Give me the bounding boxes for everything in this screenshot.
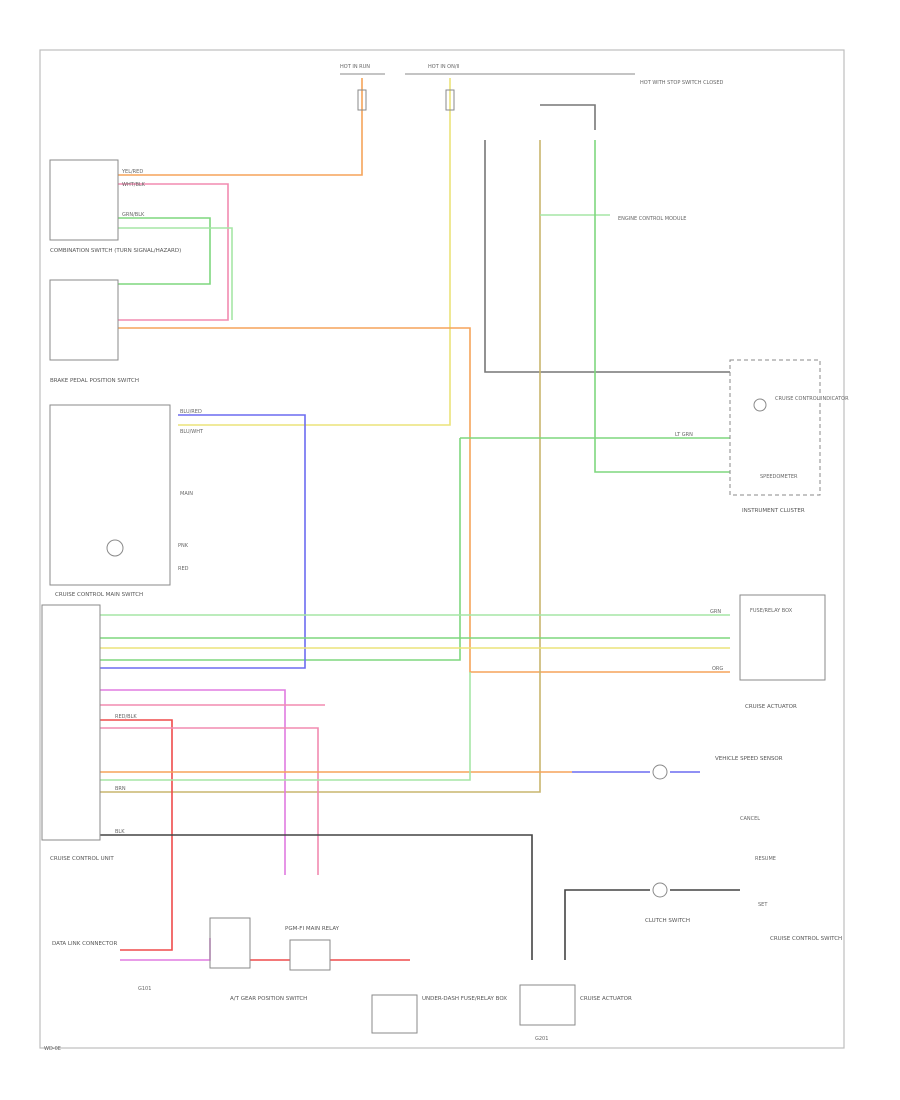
cruise-main-switch-box [49, 404, 171, 586]
wire-mag-low [120, 938, 211, 961]
speedometer-label: SPEEDOMETER [760, 474, 798, 480]
ats-unit-box [209, 917, 251, 969]
wire-grn-1 [118, 217, 211, 285]
wire-label: RED/BLK [115, 714, 137, 720]
brake-switch-label: BRAKE PEDAL POSITION SWITCH [50, 378, 139, 384]
cruise-indicator-icon [753, 398, 767, 412]
ecm-label: ENGINE CONTROL MODULE [618, 216, 686, 222]
fuse-hot-start: HOT IN ON/II [405, 64, 635, 111]
instrument-cluster-label: INSTRUMENT CLUSTER [742, 508, 805, 514]
fuse-hot-run-label: HOT IN RUN [340, 64, 370, 70]
wire-label: PNK [178, 543, 189, 549]
wires [100, 78, 740, 961]
wire-tan-vertical [100, 140, 541, 793]
wire-label: BLU/WHT [180, 429, 204, 435]
wire-hot-run [118, 78, 363, 176]
wire-label: GRN [710, 609, 721, 615]
instrument-cluster-box [729, 359, 821, 496]
ecm-ref: ENGINE CONTROL MODULE [618, 216, 686, 222]
data-link-label: DATA LINK CONNECTOR [52, 941, 117, 947]
pgm-fi-box [289, 939, 331, 971]
wire-label: BLK [115, 829, 125, 835]
fuse-symbol [445, 89, 455, 111]
wire-clutch-dark [564, 889, 650, 960]
vss-label: VEHICLE SPEED SENSOR [715, 756, 783, 762]
switch-resume-label: RESUME [755, 856, 776, 862]
wire-label: BRN [115, 786, 126, 792]
diagram-frame [39, 49, 845, 1049]
fuse-symbol [357, 89, 367, 111]
wire-grn-2 [118, 227, 233, 320]
ats-unit: A/T GEAR POSITION SWITCH [209, 917, 307, 1002]
hazard-switch: COMBINATION SWITCH (TURN SIGNAL/HAZARD) [49, 159, 181, 254]
indicator-lamp-icon [106, 539, 124, 557]
fuse-hot-start-label: HOT IN ON/II [428, 64, 459, 70]
wire-org-long [118, 327, 730, 673]
cruise-switch-label: CRUISE CONTROL SWITCH [770, 936, 842, 942]
vss-icon [652, 764, 668, 780]
underhood-label: UNDER-DASH FUSE/RELAY BOX [422, 996, 507, 1002]
brake-switch: BRAKE PEDAL POSITION SWITCH [49, 279, 139, 384]
wire-hot-start [178, 78, 451, 426]
reverse-fuse-box [739, 594, 826, 681]
data-link: DATA LINK CONNECTOR [52, 941, 117, 947]
vss: VEHICLE SPEED SENSOR [652, 756, 783, 780]
footer-code: WD-0E [44, 1046, 61, 1052]
cruise-unit: CRUISE CONTROL UNIT [41, 604, 114, 862]
cruise-unit-box [41, 604, 101, 841]
switch-main-label: MAIN [180, 491, 193, 497]
fuse-hot-times-label: HOT WITH STOP SWITCH CLOSED [640, 80, 723, 86]
fuse-hot-run: HOT IN RUN [340, 64, 385, 111]
wire-label: BLU/RED [180, 409, 202, 415]
wire-grn-cluster [594, 140, 730, 473]
pgm-fi-label: PGM-FI MAIN RELAY [285, 926, 340, 932]
cruise-switch: CANCEL RESUME SET CRUISE CONTROL SWITCH [740, 816, 842, 942]
clutch-switch: CLUTCH SWITCH [645, 882, 690, 924]
reverse-fuse-label: FUSE/RELAY BOX [750, 608, 793, 614]
wire-blue [100, 414, 306, 669]
cruise-unit-label: CRUISE CONTROL UNIT [50, 856, 114, 862]
ats-unit-label: A/T GEAR POSITION SWITCH [230, 996, 307, 1002]
wire-label: ORG [712, 666, 723, 672]
brake-switch-box [49, 279, 119, 361]
underhood: UNDER-DASH FUSE/RELAY BOX [371, 994, 507, 1034]
hazard-switch-label: COMBINATION SWITCH (TURN SIGNAL/HAZARD) [50, 248, 181, 254]
ground-label: G201 [535, 1036, 548, 1042]
wire-brake-out [118, 183, 229, 321]
underhood-box [371, 994, 418, 1034]
switch-set-label: SET [758, 902, 768, 908]
cruise-main-switch: MAIN CRUISE CONTROL MAIN SWITCH [49, 404, 193, 598]
wire-right-top [540, 104, 596, 130]
wire-labels: YEL/RED WHT/BLK GRN/BLK BLU/RED BLU/WHT … [115, 169, 723, 835]
cruise-actuator-box [519, 984, 576, 1026]
clutch-switch-icon [652, 882, 668, 898]
cruise-actuator-label: CRUISE ACTUATOR [580, 996, 632, 1002]
pgm-fi: PGM-FI MAIN RELAY [285, 926, 340, 971]
wire-label: WHT/BLK [122, 182, 146, 188]
cruise-actuator: CRUISE ACTUATOR [519, 984, 632, 1026]
wire-green-low [100, 672, 471, 781]
clutch-switch-label: CLUTCH SWITCH [645, 918, 690, 924]
cruise-main-switch-label: CRUISE CONTROL MAIN SWITCH [55, 592, 143, 598]
wire-label: RED [178, 566, 189, 572]
ground-label: G101 [138, 986, 151, 992]
wire-grn-indicator-down [100, 438, 461, 661]
wire-label: LT GRN [675, 432, 693, 438]
wire-mag-1 [100, 689, 286, 875]
wire-dark-gnd [100, 834, 533, 960]
wire-label: YEL/RED [121, 169, 143, 175]
instrument-cluster: CRUISE CONTROL INDICATOR SPEEDOMETER INS… [729, 359, 849, 514]
hazard-switch-box [49, 159, 119, 241]
wire-gray-vertical [484, 140, 730, 373]
reverse-fuse: FUSE/RELAY BOX CRUISE ACTUATOR [739, 594, 826, 710]
wire-label: GRN/BLK [122, 212, 145, 218]
cruise-actuator-note: CRUISE ACTUATOR [745, 704, 797, 710]
switch-cancel-label: CANCEL [740, 816, 760, 822]
wire-pink-2 [100, 727, 319, 875]
cruise-indicator-label: CRUISE CONTROL INDICATOR [775, 396, 849, 402]
